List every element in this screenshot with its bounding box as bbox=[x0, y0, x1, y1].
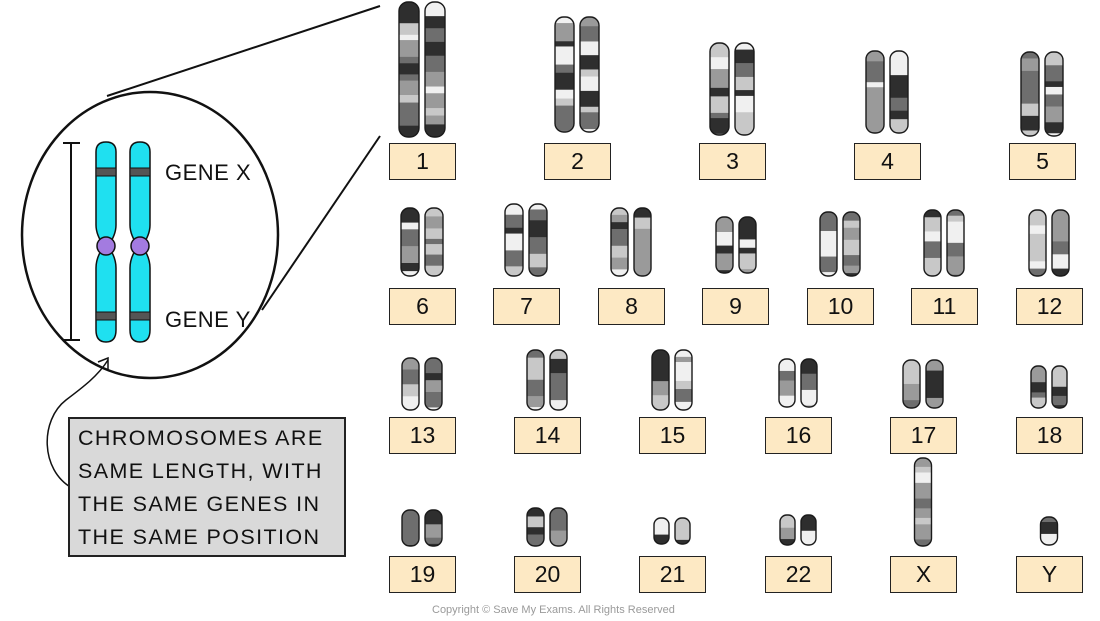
chromosome-8-chromatid-2 bbox=[633, 207, 652, 277]
zoom-line-bottom bbox=[261, 135, 381, 311]
chromosome-18-chromatid-2 bbox=[1051, 365, 1068, 409]
chromosome-5-chromatid-1 bbox=[1020, 51, 1040, 137]
chromosome-label-9: 9 bbox=[702, 288, 769, 325]
chromosome-10-chromatid-2 bbox=[842, 211, 861, 277]
chromosome-10-chromatid-1 bbox=[819, 211, 838, 277]
chromosome-3-chromatid-2 bbox=[734, 42, 755, 136]
chromosome-3-chromatid-1 bbox=[709, 42, 730, 136]
chromosome-21-chromatid-1 bbox=[653, 517, 670, 545]
chromosome-1-chromatid-2 bbox=[424, 1, 446, 138]
chromosome-label-22: 22 bbox=[765, 556, 832, 593]
pointer-arrow bbox=[46, 359, 109, 489]
chromosome-label-x: X bbox=[890, 556, 957, 593]
chromosome-label-5: 5 bbox=[1009, 143, 1076, 180]
chromosome-14-chromatid-2 bbox=[549, 349, 568, 411]
chromosome-19-chromatid-1 bbox=[401, 509, 420, 547]
chromosome-22-chromatid-1 bbox=[779, 514, 796, 546]
chromosome-label-4: 4 bbox=[854, 143, 921, 180]
copyright-text: Copyright © Save My Exams. All Rights Re… bbox=[432, 604, 675, 616]
chromosome-4-chromatid-1 bbox=[865, 50, 885, 134]
homologous-chromosome-pair bbox=[95, 141, 151, 343]
chromosome-2-chromatid-1 bbox=[554, 16, 575, 133]
note-box bbox=[68, 417, 346, 557]
note-line-3: THE SAME GENES IN bbox=[78, 492, 321, 516]
chromosome-6-chromatid-1 bbox=[400, 207, 420, 277]
chromosome-6-chromatid-2 bbox=[424, 207, 444, 277]
chromosome-2-chromatid-2 bbox=[579, 16, 600, 133]
chromosome-4-chromatid-2 bbox=[889, 50, 909, 134]
zoom-line-top bbox=[106, 5, 381, 97]
chromosome-label-19: 19 bbox=[389, 556, 456, 593]
chromosome-12-chromatid-1 bbox=[1028, 209, 1047, 277]
chromosome-1-chromatid-1 bbox=[398, 1, 420, 138]
chromosome-label-7: 7 bbox=[493, 288, 560, 325]
chromosome-16-chromatid-1 bbox=[778, 358, 796, 408]
chromosome-11-chromatid-2 bbox=[946, 209, 965, 277]
chromosome-label-16: 16 bbox=[765, 417, 832, 454]
chromosome-label-13: 13 bbox=[389, 417, 456, 454]
chromosome-18-chromatid-1 bbox=[1030, 365, 1047, 409]
chromosome-label-21: 21 bbox=[639, 556, 706, 593]
chromosome-label-17: 17 bbox=[890, 417, 957, 454]
gene-y-label: GENE Y bbox=[165, 307, 251, 332]
chromosome-15-chromatid-2 bbox=[674, 349, 693, 411]
chromosome-14-chromatid-1 bbox=[526, 349, 545, 411]
chromosome-9-chromatid-2 bbox=[738, 216, 757, 274]
chromosome-17-chromatid-1 bbox=[902, 359, 921, 409]
chromosome-15-chromatid-1 bbox=[651, 349, 670, 411]
chromosome-16-chromatid-2 bbox=[800, 358, 818, 408]
zoom-circle bbox=[20, 90, 280, 380]
note-line-1: CHROMOSOMES ARE bbox=[78, 426, 324, 450]
chromosome-17-chromatid-2 bbox=[925, 359, 944, 409]
chromosome-label-3: 3 bbox=[699, 143, 766, 180]
chromosome-20-chromatid-1 bbox=[526, 507, 545, 547]
chromosome-label-14: 14 bbox=[514, 417, 581, 454]
chromosome-label-18: 18 bbox=[1016, 417, 1083, 454]
centromere-left bbox=[96, 236, 116, 256]
chromosome-label-1: 1 bbox=[389, 143, 456, 180]
note-line-4: THE SAME POSITION bbox=[78, 525, 321, 549]
chromosome-label-11: 11 bbox=[911, 288, 978, 325]
chromosome-11-chromatid-1 bbox=[923, 209, 942, 277]
chromosome-12-chromatid-2 bbox=[1051, 209, 1070, 277]
chromosome-7-chromatid-2 bbox=[528, 203, 548, 277]
pointer-arrowhead bbox=[97, 356, 109, 369]
chromosome-5-chromatid-2 bbox=[1044, 51, 1064, 137]
note-line-2: SAME LENGTH, WITH bbox=[78, 459, 323, 483]
centromere-right bbox=[130, 236, 150, 256]
chromosome-label-8: 8 bbox=[598, 288, 665, 325]
chromosome-13-chromatid-1 bbox=[401, 357, 420, 411]
length-bracket bbox=[63, 142, 80, 341]
chromosome-label-2: 2 bbox=[544, 143, 611, 180]
chromosome-Y-chromatid-1 bbox=[1039, 516, 1059, 546]
karyotype-chromosomes bbox=[398, 1, 1070, 547]
chromosome-8-chromatid-1 bbox=[610, 207, 629, 277]
chromosome-X-chromatid-1 bbox=[913, 457, 933, 547]
chromosome-22-chromatid-2 bbox=[800, 514, 817, 546]
chromosome-label-12: 12 bbox=[1016, 288, 1083, 325]
chromosome-label-10: 10 bbox=[807, 288, 874, 325]
chromosome-9-chromatid-1 bbox=[715, 216, 734, 274]
chromosome-20-chromatid-2 bbox=[549, 507, 568, 547]
chromosome-label-y: Y bbox=[1016, 556, 1083, 593]
chromosome-13-chromatid-2 bbox=[424, 357, 443, 411]
chromosome-label-6: 6 bbox=[389, 288, 456, 325]
chromosome-7-chromatid-1 bbox=[504, 203, 524, 277]
chromosome-19-chromatid-2 bbox=[424, 509, 443, 547]
gene-x-label: GENE X bbox=[165, 160, 252, 185]
chromosome-21-chromatid-2 bbox=[674, 517, 691, 545]
chromosome-label-15: 15 bbox=[639, 417, 706, 454]
chromosome-label-20: 20 bbox=[514, 556, 581, 593]
